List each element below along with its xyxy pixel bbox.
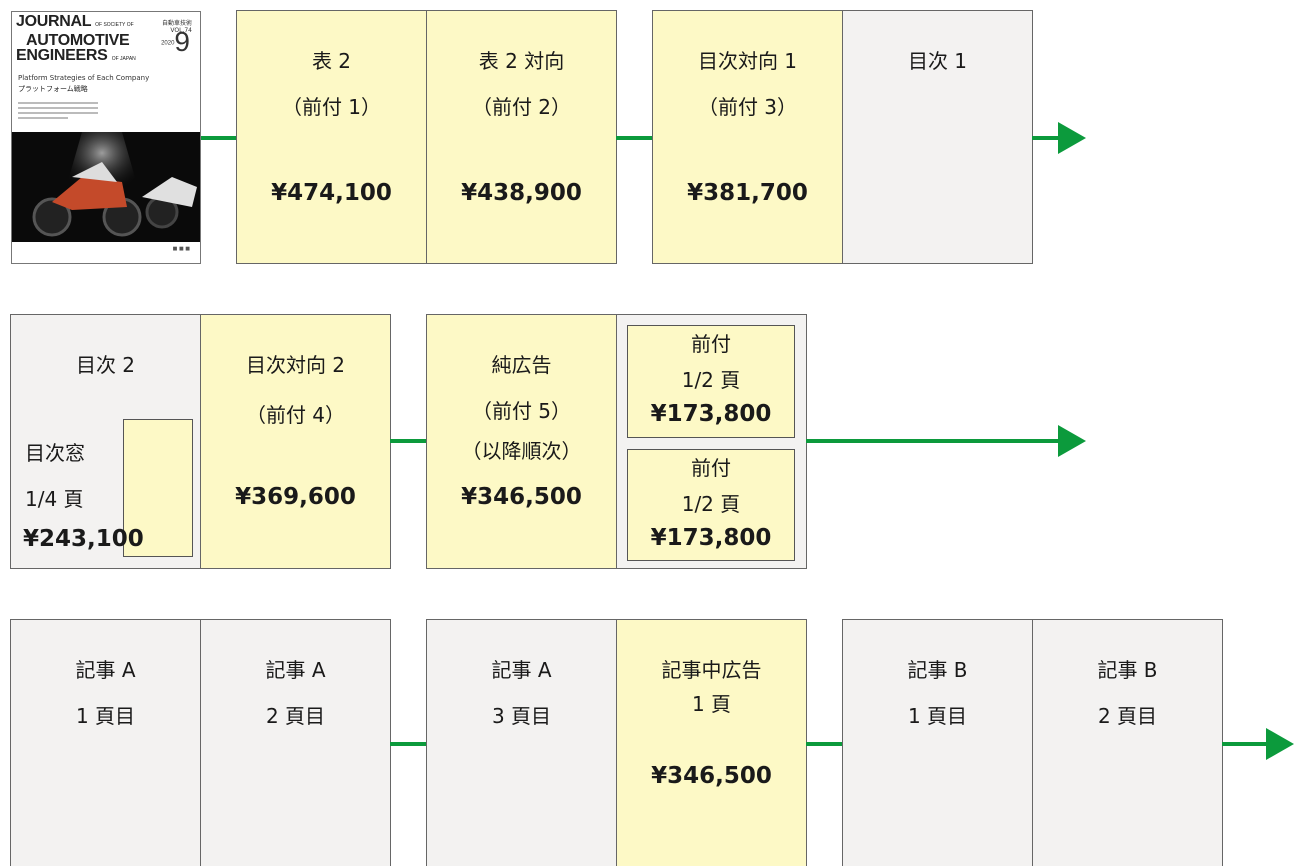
page-article-b-2: 記事 B 2 頁目 [1032,619,1223,866]
page-mokuji-1: 目次 1 [842,10,1033,264]
arrow-line [1032,136,1064,140]
cover-feature-subtitle: Platform Strategies of Each Company [18,74,150,82]
page-kijichu-kokoku: 記事中広告 1 頁 ¥346,500 [616,619,807,866]
connector-line [390,439,427,443]
arrow-right-icon [1058,122,1086,154]
page-maezuke-half: 前付 1/2 頁 ¥173,800 前付 1/2 頁 ¥173,800 [616,314,807,569]
page-article-a-3: 記事 A 3 頁目 [426,619,617,866]
page-mokuji-taiko-1: 目次対向 1 （前付 3） ¥381,700 [652,10,843,264]
connector-line [390,742,427,746]
page-article-a-1: 記事 A 1 頁目 [10,619,201,866]
cover-issue-number: 20209 [161,26,190,57]
page-mokuji-taiko-2: 目次対向 2 （前付 4） ¥369,600 [200,314,391,569]
arrow-line [1222,742,1266,746]
page-jun-kokoku: 純広告 （前付 5） （以降順次） ¥346,500 [426,314,617,569]
cover-masthead: JOURNAL OF SOCIETY OF AUTOMOTIVE ENGINEE… [16,13,136,64]
half-page-top: 前付 1/2 頁 ¥173,800 [627,325,795,438]
page-mokuji-2: 目次 2 目次窓 1/4 頁 ¥243,100 [10,314,201,569]
arrow-right-icon [1266,728,1294,760]
page-article-a-2: 記事 A 2 頁目 [200,619,391,866]
cover-issue-info: 自動車技術 VOL.74 [161,20,192,34]
arrow-right-icon [1058,425,1086,457]
connector-line [616,136,653,140]
cover-feature-title: プラットフォーム戦略 [18,85,88,93]
mokuji-window-quarter [123,419,193,557]
cover-motorcycle-photo [12,132,200,242]
cover-publisher: ■ ■ ■ [172,246,190,252]
page-article-b-1: 記事 B 1 頁目 [842,619,1033,866]
half-page-bottom: 前付 1/2 頁 ¥173,800 [627,449,795,561]
page-hyo2: 表 2 （前付 1） ¥474,100 [236,10,427,264]
page-hyo2-taiko: 表 2 対向 （前付 2） ¥438,900 [426,10,617,264]
arrow-line [806,439,1064,443]
cover-text-lines [18,102,98,122]
connector-line [806,742,843,746]
connector-line [201,136,237,140]
magazine-cover: JOURNAL OF SOCIETY OF AUTOMOTIVE ENGINEE… [11,11,201,264]
